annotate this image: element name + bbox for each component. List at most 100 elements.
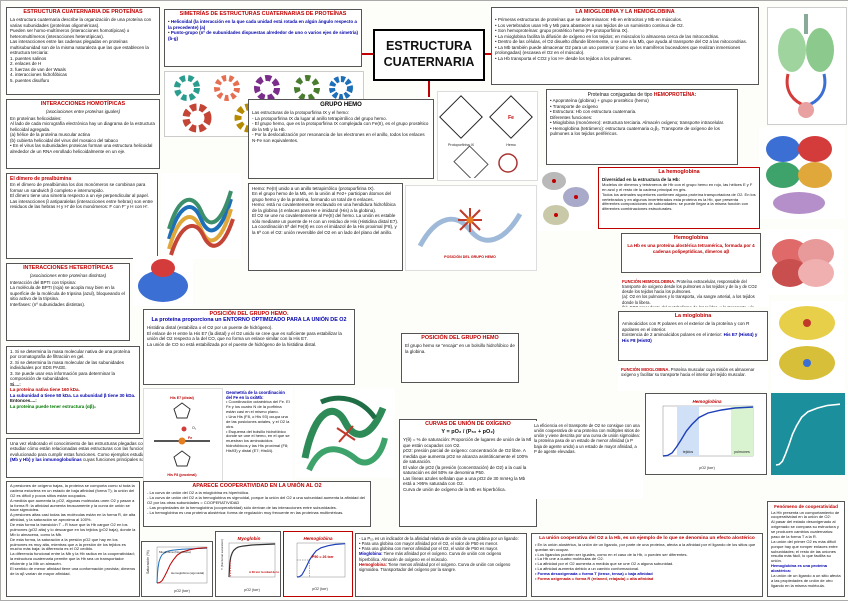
box-title: Fenómeno de cooperatividad (774, 504, 838, 509)
box-title: POSICIÓN DEL GRUPO HEMO. (209, 311, 289, 317)
myoglobin-models-image (771, 301, 845, 391)
box-cooperatividad-union: APARECE COOPERATIVIDAD EN LA UNIÓN AL O2… (143, 481, 371, 527)
p50-annotation: P50 = 26 torr (312, 555, 334, 559)
function-label: FUNCIÓN MIOGLOBINA. (621, 367, 670, 372)
myoglobin-binding-chart: Myoglobin A 30 torr la mitad de los siti… (215, 531, 281, 597)
globin-models-svg (766, 136, 832, 214)
zones-chart-svg: Hemoglobina tejidos pulmones pO2 (torr) (662, 399, 754, 470)
series-label-mb: Mioglobina (hiperbólica) (159, 550, 191, 554)
geometry-body: • Coordinación octaédrica del Fe. El Fe … (226, 399, 290, 453)
p50-hemoglobina-line: Hemoglobina: Tiene menos afinidad por el… (359, 562, 523, 572)
function-body: Proteína muscular cuya misión es almacen… (621, 367, 755, 378)
box-hb-tetramerica: Hemoglobina La Hb es una proteína alosté… (621, 233, 761, 273)
box-hemo-detalle: Hemo: Fe(II) unido a un anillo tetrapirr… (248, 183, 403, 271)
globin-models-image (759, 127, 845, 219)
simetria-bullet-helicoidal: • Helicoidal (la interacción en la que c… (168, 19, 357, 30)
o2-label: O₂ (192, 426, 197, 430)
tissue-cell (798, 102, 814, 118)
box-title: La unión cooperativa del O2 a la Hb, es … (539, 536, 755, 541)
zone-high-label: pulmones (734, 450, 750, 454)
box-title-line: Proteínas conjugadas de tipo HEMOPROTEÍN… (550, 92, 734, 98)
left-lung (778, 28, 806, 72)
box-body: Modelos de dímeros y tetrámeros de Hb co… (602, 181, 756, 212)
right-lung (806, 28, 834, 72)
box-union-cooperativa-alosterico: La unión cooperativa del O2 a la Hb, es … (531, 533, 763, 597)
hemoglobin-curve (775, 403, 841, 466)
helix (319, 395, 378, 420)
box-title: La mioglobina (674, 313, 712, 319)
box-body-2: La unión de un ligando a un sitio afecta… (771, 572, 841, 588)
function-body: Proteína extracelular, responsable del t… (622, 279, 757, 307)
box-body: • Apoproteína (globina) + grupo prostéti… (550, 98, 725, 136)
box-subtitle: (asociaciones entre proteínas distintas) (29, 273, 107, 279)
box-posicion-hemo-small: POSICIÓN DEL GRUPO HEMO El grupo hemo se… (401, 333, 519, 383)
bullet-text: Helicoidal (la interacción en la que cad… (168, 19, 357, 30)
y-axis-label: Y (fractional saturation) (220, 539, 224, 570)
beta-strand (167, 190, 233, 230)
connector-line (428, 81, 430, 97)
heme-group (336, 425, 356, 443)
myoglobin-chart-svg: Myoglobin A 30 torr la mitad de los siti… (220, 536, 280, 592)
beta2-subunit (798, 162, 832, 188)
o2-molecule (181, 426, 187, 432)
lungs-svg (778, 14, 834, 118)
helix (301, 406, 387, 459)
x-axis-label: pO2 (torr) (174, 589, 190, 593)
myoglobin-svg (301, 395, 388, 472)
box-body-1: La Hb presenta un comportamiento de coop… (771, 509, 840, 564)
box-title: APARECE COOPERATIVIDAD EN LA UNIÓN AL O2 (192, 483, 322, 489)
chart-title: Myoglobin (238, 536, 261, 541)
step-1: 1. Si se determina la masa molecular nat… (10, 349, 131, 360)
chart-title: Hemoglobina (692, 399, 722, 404)
entonces-label: Entonces....: (10, 398, 37, 404)
mb-label: Mioglobina: (359, 551, 383, 557)
hb-variants-svg (542, 172, 589, 225)
box-title: GRUPO HEMO (320, 102, 362, 108)
protein-ring (174, 75, 200, 101)
bpti-molecule (151, 259, 175, 277)
box-subtitle: (asociaciones entre proteínas iguales) (45, 109, 121, 115)
box-estructura-cuaternaria-def: ESTRUCTURA CUATERNARIA DE PROTEÍNAS La e… (6, 7, 160, 95)
imidazole-ring (173, 402, 191, 419)
box-grupo-hemo: GRUPO HEMO Las estructuras de la protopo… (248, 99, 434, 179)
fe-label: Fe (188, 436, 192, 440)
hb-text: Tiene menos afinidad por el oxígeno. Cur… (359, 561, 511, 572)
bpti-svg (138, 259, 188, 302)
bullet-text: Punto-grupo (nº de subunidades dispuesta… (168, 30, 359, 41)
simetria-bullet-puntogrupo: • Punto-grupo (nº de subunidades dispues… (168, 30, 359, 41)
diversity-head: Diversidad en la estructura de la Hb: (602, 177, 681, 183)
venous-vessel (805, 73, 827, 108)
box-determinacion-subunidades: 1. Si se determina la masa molecular nat… (6, 346, 140, 434)
ring-detail (453, 145, 489, 180)
box-title-2: La proteína proporciona un ENTORNO OPTIM… (151, 316, 347, 323)
lungs-circulation-image (767, 7, 847, 125)
box-geometria-fe: Geometría de la coordinación del Fe en l… (223, 388, 293, 490)
porphyrin-caption: Protoporfirina IX (448, 143, 475, 147)
box-body: Histidina distal (estabiliza o el O2 por… (147, 325, 342, 347)
heme-dot (574, 195, 578, 199)
heme-model-svg: POSICIÓN DEL GRUPO HEMO (417, 208, 523, 259)
hb-label: Hemoglobina: (359, 561, 387, 567)
heme-caption: Hemo (506, 143, 516, 147)
step-3: 3. Se puede usar esa información para de… (10, 370, 116, 382)
title-pre: Proteínas conjugadas de tipo (587, 92, 654, 98)
box-dimero-prealbumina: El dímero de prealbúmina En el dímero de… (6, 173, 158, 259)
tetramer-model (773, 192, 825, 214)
box-funcion-mioglobina: FUNCIÓN MIOGLOBINA. Proteína muscular cu… (618, 365, 768, 391)
box-mioglobina-hemoglobina: LA MIOGLOBINA Y LA HEMOGLOBINA • Primera… (491, 7, 759, 85)
box-title: Hemoglobina (673, 235, 709, 241)
x-axis-label: pO2 (torr) (312, 587, 328, 591)
box-formas-t-r: A presiones de oxígeno bajas, la proteín… (6, 481, 140, 597)
box-title: POSICIÓN DEL GRUPO HEMO (421, 335, 499, 341)
box-title: SIMETRÍAS DE ESTRUCTURAS CUATERNARIAS DE… (179, 11, 347, 17)
title-em: HEMOPROTEÍNA: (653, 92, 697, 98)
tissues-zone (677, 406, 699, 456)
box-body: La eficiencia en el transporte de O2 se … (534, 423, 640, 454)
box-title: La hemoglobina (658, 169, 700, 175)
myoglobin-curve (228, 543, 276, 578)
porphyrin-structures-image: Fe Protoporfirina IX Hemo (437, 91, 538, 181)
plot-frame (156, 546, 208, 584)
hb-assembly-image (764, 229, 844, 295)
chart-title: Hemoglobina (303, 536, 333, 541)
lungs-zone (731, 406, 753, 456)
